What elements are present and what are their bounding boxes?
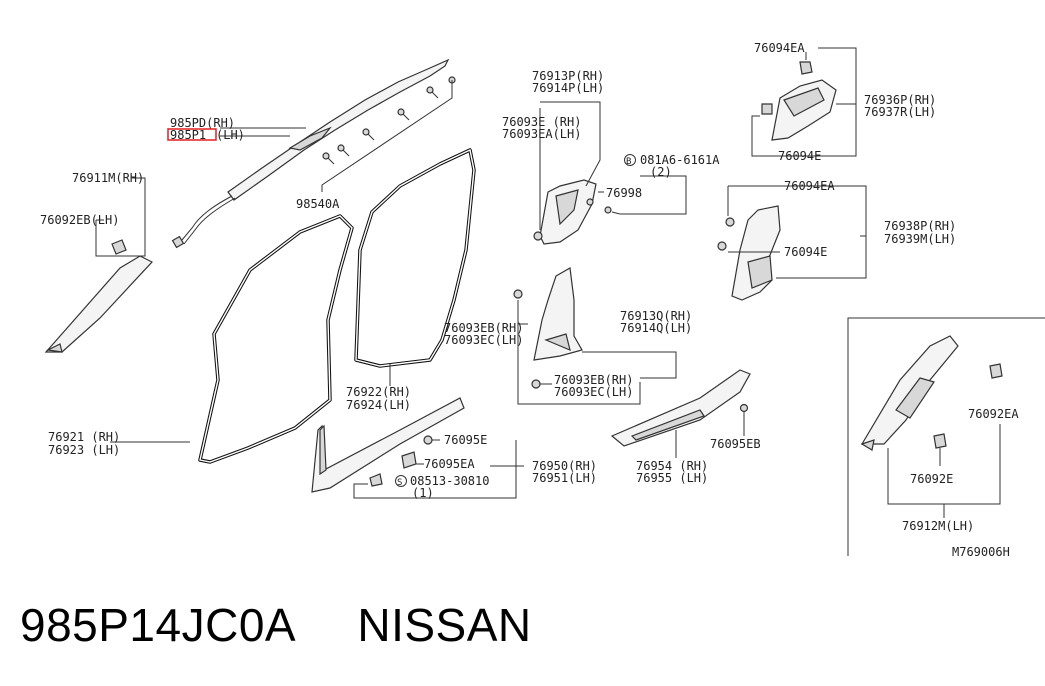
label-08513: 08513-30810 xyxy=(410,474,489,488)
label-76093eb: 76093EB(RH) xyxy=(444,321,523,335)
part-number: 985P14JC0A xyxy=(20,599,297,651)
label-76911m: 76911M(RH) xyxy=(72,171,144,185)
svg-text:B: B xyxy=(626,157,631,167)
rear-kicking-plate[interactable] xyxy=(610,369,751,447)
label-76936p: 76936P(RH) xyxy=(864,93,936,107)
diagram-code: M769006H xyxy=(952,545,1010,559)
label-081a6-qty: (2) xyxy=(650,165,672,179)
clip-76095eb xyxy=(739,403,749,436)
airbag-bolts xyxy=(321,76,456,192)
label-76938p: 76938P(RH) xyxy=(884,219,956,233)
highlight-box xyxy=(167,128,217,141)
a-pillar-lh-trim[interactable] xyxy=(860,335,959,451)
label-08513-qty: (1) xyxy=(412,486,434,500)
label-76954: 76954 (RH) xyxy=(636,459,708,473)
label-76092eb: 76092EB(LH) xyxy=(40,213,119,227)
rear-upper-trim[interactable] xyxy=(771,79,837,141)
label-76914p: 76914P(LH) xyxy=(532,81,604,95)
label-76094e-top: 76094E xyxy=(778,149,821,163)
label-76922: 76922(RH) xyxy=(346,385,411,399)
footer: 985P14JC0A NISSAN xyxy=(20,598,532,652)
s-circle-icon xyxy=(395,475,407,487)
clip-76092e xyxy=(933,433,947,466)
a-pillar-trim[interactable] xyxy=(44,255,153,353)
label-76951: 76951(LH) xyxy=(532,471,597,485)
rear-pillar-trim[interactable] xyxy=(731,205,781,301)
label-76093eb2: 76093EB(RH) xyxy=(554,373,633,387)
label-985p1[interactable]: 985P1 xyxy=(170,128,206,142)
label-76923: 76923 (LH) xyxy=(48,443,120,457)
front-door-weatherstrip[interactable] xyxy=(198,214,354,464)
label-76914q: 76914Q(LH) xyxy=(620,321,692,335)
label-76094e-mid: 76094E xyxy=(784,245,827,259)
label-76093ea: 76093EA(LH) xyxy=(502,127,581,141)
b-pillar-upper-trim[interactable] xyxy=(533,179,597,245)
clip-76092eb xyxy=(111,239,127,255)
label-76937r: 76937R(LH) xyxy=(864,105,936,119)
label-76094ea-mid: 76094EA xyxy=(784,179,835,193)
label-76912m: 76912M(LH) xyxy=(902,519,974,533)
bolt-081a6 xyxy=(604,206,621,215)
label-76095eb: 76095EB xyxy=(710,437,761,451)
brand-name: NISSAN xyxy=(357,599,532,651)
clips-76094ea-mid xyxy=(717,217,735,251)
rear-door-weatherstrip[interactable] xyxy=(354,148,476,368)
label-76093ec: 76093EC(LH) xyxy=(444,333,523,347)
label-76939m: 76939M(LH) xyxy=(884,232,956,246)
label-985pd: 985PD(RH) xyxy=(170,116,235,130)
label-76095e: 76095E xyxy=(444,433,487,447)
label-76924: 76924(LH) xyxy=(346,398,411,412)
clips-76093eb xyxy=(513,289,541,389)
label-76093e: 76093E (RH) xyxy=(502,115,581,129)
label-76913p: 76913P(RH) xyxy=(532,69,604,83)
label-76998: 76998 xyxy=(606,186,642,200)
b-circle-icon xyxy=(624,154,636,166)
label-76913q: 76913Q(RH) xyxy=(620,309,692,323)
b-pillar-lower-trim[interactable] xyxy=(533,267,583,361)
clip-76998 xyxy=(586,198,594,206)
label-76092ea: 76092EA xyxy=(968,407,1019,421)
clips-76094ea-top xyxy=(761,61,813,115)
clip-76092ea xyxy=(989,363,1003,379)
label-76955: 76955 (LH) xyxy=(636,471,708,485)
label-76095ea: 76095EA xyxy=(424,457,475,471)
label-76093ec2: 76093EC(LH) xyxy=(554,385,633,399)
inset-frame xyxy=(847,317,1045,556)
sill-kicking-plate[interactable] xyxy=(311,397,465,493)
label-76921: 76921 (RH) xyxy=(48,430,120,444)
label-98540a: 98540A xyxy=(296,197,340,211)
curtain-airbag[interactable] xyxy=(171,58,450,249)
svg-text:S: S xyxy=(397,478,402,488)
label-76094ea-top: 76094EA xyxy=(754,41,805,55)
label-76950: 76950(RH) xyxy=(532,459,597,473)
label-985p1-lh: (LH) xyxy=(216,128,245,142)
label-081a6: 081A6-6161A xyxy=(640,153,720,167)
label-76092e: 76092E xyxy=(910,472,953,486)
